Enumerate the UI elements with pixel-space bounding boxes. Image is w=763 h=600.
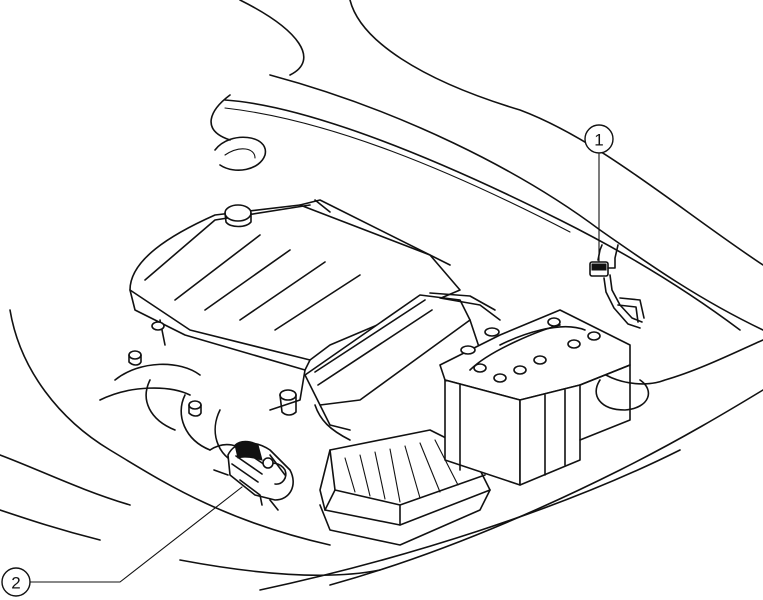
callout-1-label: 1 bbox=[594, 131, 603, 150]
callout-2: 2 bbox=[1, 567, 31, 597]
battery bbox=[439, 309, 631, 486]
engine-cover bbox=[99, 199, 461, 466]
callout-1: 1 bbox=[584, 124, 614, 154]
component-2-starter bbox=[213, 440, 294, 511]
component-1-sensor bbox=[589, 244, 645, 329]
callout-2-label: 2 bbox=[11, 574, 20, 593]
air-duct bbox=[304, 292, 501, 441]
leader-lines bbox=[29, 153, 600, 583]
